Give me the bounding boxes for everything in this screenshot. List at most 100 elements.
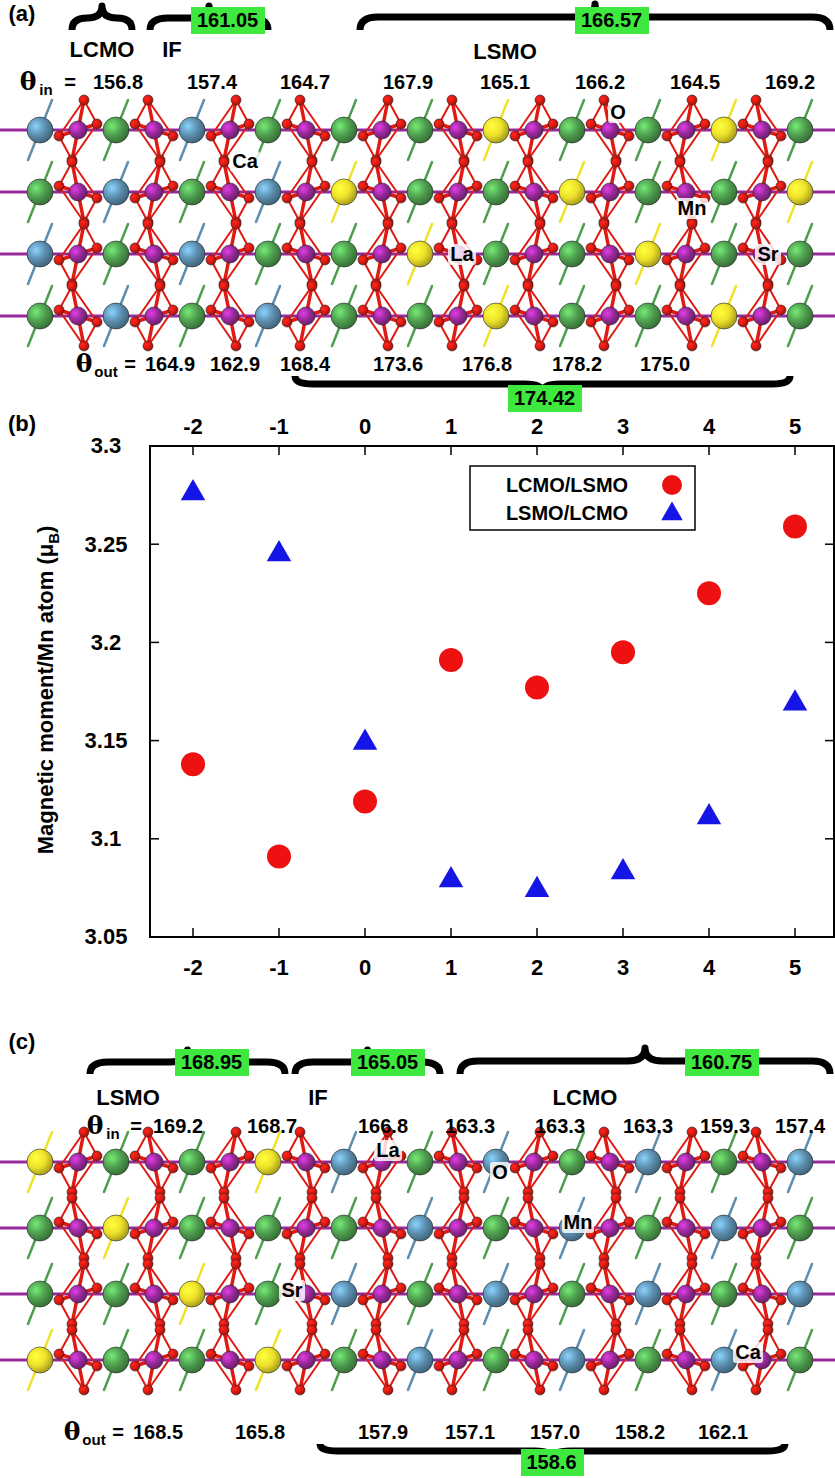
average-value: 158.6	[527, 1452, 578, 1473]
atom	[371, 157, 381, 167]
tick-mark	[364, 446, 366, 455]
equals-sign: =	[130, 1116, 142, 1137]
atom	[130, 1361, 140, 1371]
atom	[407, 179, 433, 205]
atom	[700, 1151, 710, 1161]
atom	[143, 341, 153, 351]
atom	[472, 181, 482, 191]
atom	[54, 131, 64, 141]
atom	[54, 305, 64, 315]
atom	[434, 193, 444, 203]
atom	[510, 1217, 520, 1227]
atom	[624, 305, 634, 315]
atom	[525, 183, 543, 201]
atom	[221, 1219, 239, 1237]
atom-label: La	[374, 1140, 401, 1161]
tick-label: 3.2	[91, 631, 122, 654]
atom	[145, 1285, 163, 1303]
angle-value: 157.4	[775, 1116, 825, 1137]
atom	[297, 307, 315, 325]
average-value: 161.05	[197, 10, 259, 31]
atom	[472, 305, 482, 315]
atom	[675, 1325, 685, 1335]
angle-value: 158.2	[615, 1422, 665, 1443]
atom	[763, 157, 773, 167]
atom	[434, 1283, 444, 1293]
atom	[27, 1149, 53, 1175]
atom	[130, 1283, 140, 1293]
plot-frame	[150, 446, 834, 937]
legend-text: LCMO/LSMO	[506, 475, 628, 496]
atom	[635, 1347, 661, 1373]
atom	[586, 193, 596, 203]
atom	[358, 1163, 368, 1173]
atom	[27, 303, 53, 329]
atom	[358, 1295, 368, 1305]
atom	[601, 183, 619, 201]
atom	[130, 1229, 140, 1239]
region-label: LSMO	[96, 1086, 160, 1109]
atom	[295, 1259, 305, 1269]
atom	[449, 1153, 467, 1171]
axis-title-part: )	[33, 526, 58, 533]
atom	[130, 119, 140, 129]
atom	[79, 341, 89, 351]
axis-title-part: B	[44, 533, 61, 544]
equals-sign: =	[124, 354, 136, 375]
atom	[677, 1153, 695, 1171]
atom	[396, 193, 406, 203]
atom	[255, 179, 281, 205]
atom	[219, 281, 229, 291]
atom	[738, 1283, 748, 1293]
atom	[483, 1347, 509, 1373]
atom	[635, 1149, 661, 1175]
tick-label: -1	[269, 415, 289, 438]
atom	[145, 307, 163, 325]
atom	[307, 157, 317, 167]
tick-mark	[150, 543, 159, 545]
atom	[599, 341, 609, 351]
angle-value: 162.1	[698, 1422, 748, 1443]
atom	[92, 1151, 102, 1161]
atom	[459, 281, 469, 291]
atom	[331, 1281, 357, 1307]
atom	[449, 1285, 467, 1303]
atom	[776, 1163, 786, 1173]
angle-value: 167.9	[383, 72, 433, 93]
atom	[244, 1283, 254, 1293]
atom	[787, 303, 813, 329]
angle-value: 163.3	[623, 1116, 673, 1137]
atom	[472, 1163, 482, 1173]
atom	[624, 1349, 634, 1359]
atom	[675, 281, 685, 291]
atom	[675, 1193, 685, 1203]
atom	[206, 1163, 216, 1173]
atom	[662, 1163, 672, 1173]
atom	[687, 219, 697, 229]
atom	[751, 341, 761, 351]
atom	[244, 243, 254, 253]
data-point	[181, 752, 205, 776]
atom	[358, 255, 368, 265]
angle-symbol: θ	[76, 351, 93, 377]
atom	[255, 241, 281, 267]
atom	[282, 1151, 292, 1161]
atom-label: Ca	[733, 1342, 763, 1363]
atom-label: Sr	[755, 244, 780, 265]
crystal-structure	[0, 95, 835, 351]
atom	[447, 95, 457, 105]
atom	[459, 1325, 469, 1335]
atom	[711, 179, 737, 205]
data-point	[525, 876, 550, 897]
legend-marker	[661, 502, 682, 521]
atom	[231, 1385, 241, 1395]
angle-value: 163.3	[535, 1116, 585, 1137]
atom	[548, 1229, 558, 1239]
atom	[27, 1347, 53, 1373]
atom	[67, 157, 77, 167]
atom	[559, 117, 585, 143]
atom	[738, 1361, 748, 1371]
data-point	[267, 540, 292, 561]
tick-mark	[708, 928, 710, 937]
tick-mark	[825, 543, 834, 545]
